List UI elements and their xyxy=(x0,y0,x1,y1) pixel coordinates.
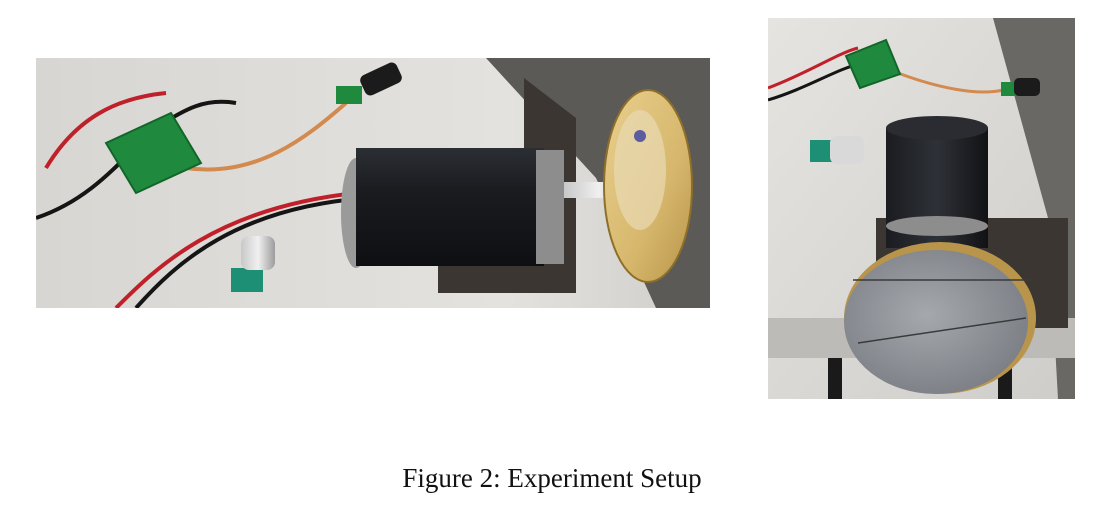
disc-marker xyxy=(634,130,646,142)
black-wire-lower xyxy=(134,196,367,308)
dc-jack xyxy=(360,62,402,96)
speed-controller-board xyxy=(844,38,902,90)
speed-controller-board xyxy=(104,111,203,195)
motor-side-illustration xyxy=(36,58,710,308)
experiment-photo-disc-front xyxy=(768,18,1075,399)
motor-top xyxy=(886,116,988,140)
dc-jack-connector xyxy=(1001,82,1015,96)
disc-front-illustration xyxy=(768,18,1075,399)
disc-sample xyxy=(614,110,666,230)
potentiometer-base xyxy=(231,268,263,292)
red-wire-lower xyxy=(114,191,357,308)
orange-wire xyxy=(185,101,348,172)
potentiometer-knob xyxy=(241,236,275,270)
red-wire xyxy=(44,91,167,170)
potentiometer-knob xyxy=(830,136,864,164)
orange-wire xyxy=(897,71,1004,94)
disc-scratch-line xyxy=(857,317,1027,344)
motor-body xyxy=(356,148,544,266)
dc-jack-connector xyxy=(336,86,362,104)
figure-caption: Figure 2: Experiment Setup xyxy=(402,463,702,493)
experiment-photo-motor-side xyxy=(36,58,710,308)
potentiometer-base xyxy=(810,140,832,162)
motor-front-ring xyxy=(536,150,564,264)
red-wire xyxy=(768,46,859,90)
dc-jack xyxy=(1014,78,1040,96)
motor-front-ring xyxy=(886,216,988,236)
table-leg xyxy=(828,358,842,399)
coated-disc xyxy=(844,250,1028,394)
